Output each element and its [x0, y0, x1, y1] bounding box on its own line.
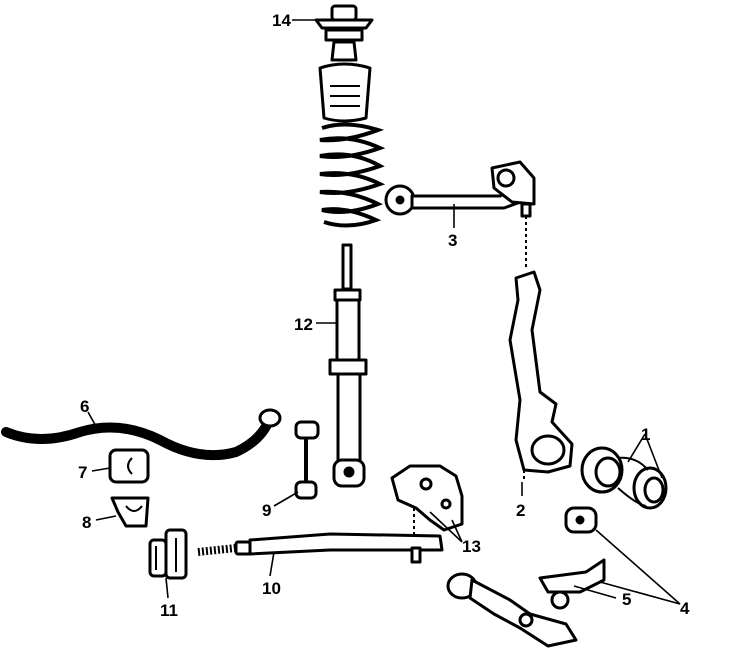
callout-8: 8 [82, 513, 91, 532]
callout-9: 9 [262, 501, 271, 520]
callout-13: 13 [462, 537, 481, 556]
part-stabilizer-bar [1, 408, 282, 461]
part-shock-absorber [328, 243, 368, 488]
callout-7: 7 [78, 463, 87, 482]
part-bushing [108, 448, 150, 484]
part-upper-mount [314, 4, 374, 62]
callout-6: 6 [80, 397, 89, 416]
callout-11: 11 [160, 601, 178, 620]
part-steering-knuckle [508, 270, 574, 482]
part-hub-bearing [580, 446, 668, 510]
part-upper-control-arm [384, 160, 536, 270]
leader-lines [87, 19, 681, 605]
callout-5: 5 [622, 590, 631, 609]
part-strut-rod-bushing [148, 528, 188, 580]
part-coil-spring [318, 62, 386, 228]
callout-10: 10 [262, 579, 281, 598]
callout-1: 1 [641, 425, 650, 444]
callout-14: 14 [272, 11, 291, 30]
callout-4: 4 [680, 599, 690, 618]
part-stabilizer-link [294, 420, 320, 500]
callout-labels: 14 12 3 1 2 13 6 7 8 9 11 10 5 4 [78, 11, 690, 620]
part-lower-control-arm [446, 506, 606, 648]
callout-3: 3 [448, 231, 457, 250]
callout-12: 12 [294, 315, 313, 334]
part-strut-rod-bracket [390, 464, 464, 536]
part-bracket [110, 496, 150, 528]
part-strut-rod [197, 532, 444, 564]
callout-2: 2 [516, 501, 525, 520]
